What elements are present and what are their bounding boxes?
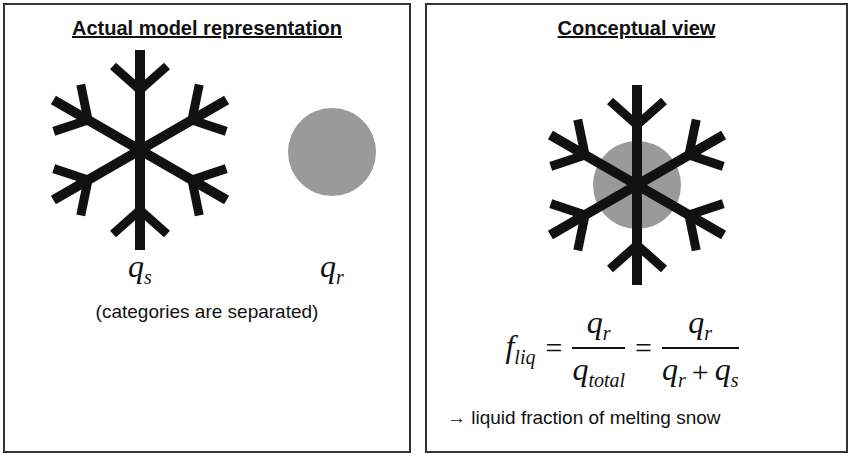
variable-subscript: s bbox=[144, 266, 152, 288]
variable-subscript: total bbox=[588, 369, 625, 391]
variable-name: q bbox=[662, 351, 678, 387]
variable-symbol: qs bbox=[128, 248, 152, 289]
panel-box: Conceptual view → liquid fraction of melt… bbox=[425, 3, 848, 453]
variable-symbol: qtotal bbox=[572, 351, 625, 392]
variable-subscript: r bbox=[704, 322, 712, 344]
panel-title: Actual model representation bbox=[5, 17, 409, 40]
fraction: qrqr+qs bbox=[662, 304, 739, 392]
variable-name: f bbox=[505, 328, 514, 364]
liquid-fraction-formula: fliq=qrqtotal=qrqr+qs bbox=[505, 304, 738, 392]
variable-label: qr bbox=[320, 248, 344, 289]
raindrop-circle bbox=[288, 108, 376, 196]
panel-note: (categories are separated) bbox=[5, 301, 409, 323]
variable-name: q bbox=[715, 351, 731, 387]
snowflake-symbol bbox=[537, 85, 737, 285]
variable-subscript: liq bbox=[514, 346, 535, 368]
variable-symbol: qr bbox=[587, 304, 611, 345]
math-operator: = bbox=[545, 331, 562, 365]
fraction-bar bbox=[572, 347, 625, 349]
variable-name: q bbox=[320, 248, 336, 284]
math-operator: = bbox=[635, 331, 652, 365]
panel-note: → liquid fraction of melting snow bbox=[447, 407, 721, 429]
fraction-denominator: qr+qs bbox=[662, 351, 739, 392]
fraction-bar bbox=[662, 347, 739, 349]
variable-subscript: r bbox=[678, 369, 686, 391]
fraction-numerator: qr bbox=[587, 304, 611, 345]
variable-name: q bbox=[128, 248, 144, 284]
variable-symbol: qr bbox=[662, 351, 686, 392]
panel-box: Actual model representation (categories a… bbox=[3, 3, 411, 453]
fraction-numerator: qr bbox=[688, 304, 712, 345]
variable-label: qs bbox=[128, 248, 152, 289]
fraction-denominator: qtotal bbox=[572, 351, 625, 392]
variable-subscript: s bbox=[731, 369, 739, 391]
variable-name: q bbox=[572, 351, 588, 387]
panel-title: Conceptual view bbox=[427, 17, 846, 40]
variable-name: q bbox=[688, 304, 704, 340]
variable-symbol: qs bbox=[715, 351, 739, 392]
math-operator: + bbox=[692, 355, 709, 389]
variable-symbol: qr bbox=[688, 304, 712, 345]
variable-name: q bbox=[587, 304, 603, 340]
variable-symbol: qr bbox=[320, 248, 344, 289]
snowflake-symbol bbox=[40, 50, 240, 250]
variable-subscript: r bbox=[603, 322, 611, 344]
variable-subscript: r bbox=[336, 266, 344, 288]
variable-symbol: fliq bbox=[505, 328, 535, 369]
fraction: qrqtotal bbox=[572, 304, 625, 392]
